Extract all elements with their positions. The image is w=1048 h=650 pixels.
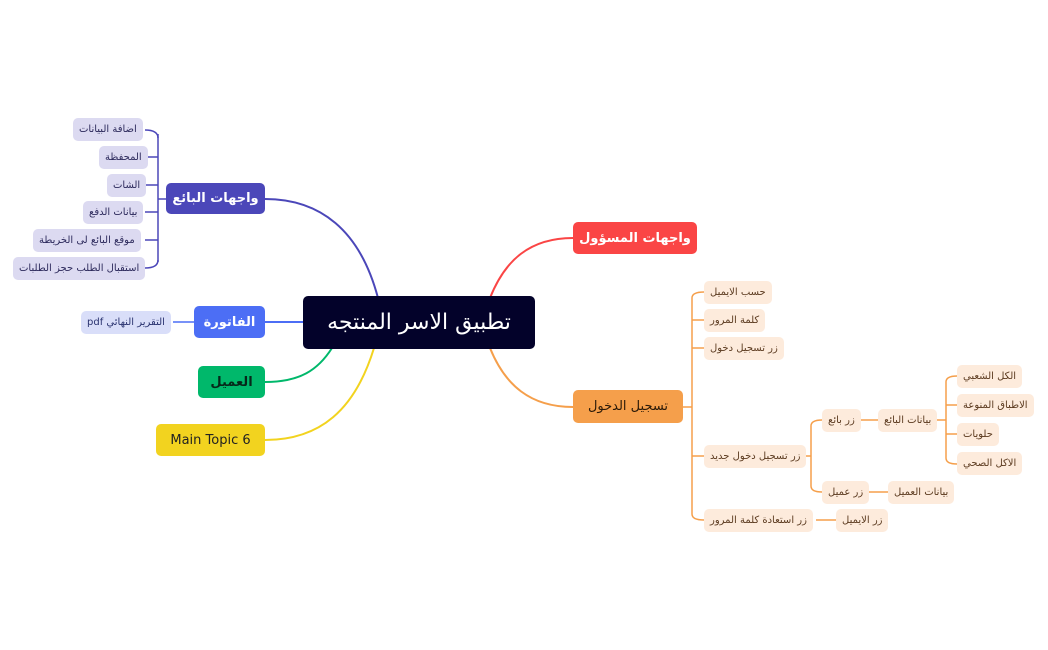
subtopic-email-button[interactable]: زر الايميل [836, 509, 889, 532]
subtopic-add-data[interactable]: اضافة البيانات [73, 118, 143, 141]
subtopic-client-button[interactable]: زر عميل [822, 481, 870, 504]
topic-seller-interfaces[interactable]: واجهات البائع [166, 183, 265, 214]
subtopic-various-dishes[interactable]: الاطباق المنوعة [957, 394, 1034, 417]
subtopic-payment-data[interactable]: بيانات الدفع [83, 201, 144, 224]
subtopic-by-email[interactable]: حسب الايميل [704, 281, 772, 304]
subtopic-wallet[interactable]: المحفظة [99, 146, 148, 169]
subtopic-login-button[interactable]: زر تسجيل دخول [704, 337, 784, 360]
subtopic-new-login-button[interactable]: زر تسجيل دخول جديد [704, 445, 807, 468]
subtopic-recover-password-button[interactable]: زر استعادة كلمة المرور [704, 509, 813, 532]
central-topic[interactable]: تطبيق الاسر المنتجه [303, 296, 535, 349]
topic-invoice[interactable]: الفاتورة [194, 306, 265, 338]
subtopic-healthy-food[interactable]: الاكل الصحي [957, 452, 1023, 475]
subtopic-final-report-pdf[interactable]: التقرير النهائي pdf [81, 311, 171, 334]
subtopic-seller-location[interactable]: موقع البائع لى الخريطة [33, 229, 141, 252]
subtopic-seller-data[interactable]: بيانات البائع [878, 409, 938, 432]
subtopic-popular-food[interactable]: الكل الشعبي [957, 365, 1023, 388]
subtopic-sweets[interactable]: حلويات [957, 423, 999, 446]
subtopic-chat[interactable]: الشات [107, 174, 147, 197]
topic-login[interactable]: تسجيل الدخول [573, 390, 683, 423]
topic-client[interactable]: العميل [198, 366, 265, 398]
subtopic-seller-button[interactable]: زر بائع [822, 409, 861, 432]
topic-admin-interfaces[interactable]: واجهات المسؤول [573, 222, 697, 254]
subtopic-client-data[interactable]: بيانات العميل [888, 481, 955, 504]
topic-main-6[interactable]: Main Topic 6 [156, 424, 265, 456]
subtopic-password[interactable]: كلمة المرور [704, 309, 766, 332]
subtopic-receive-orders[interactable]: استقبال الطلب حجز الطلبات [13, 257, 146, 280]
